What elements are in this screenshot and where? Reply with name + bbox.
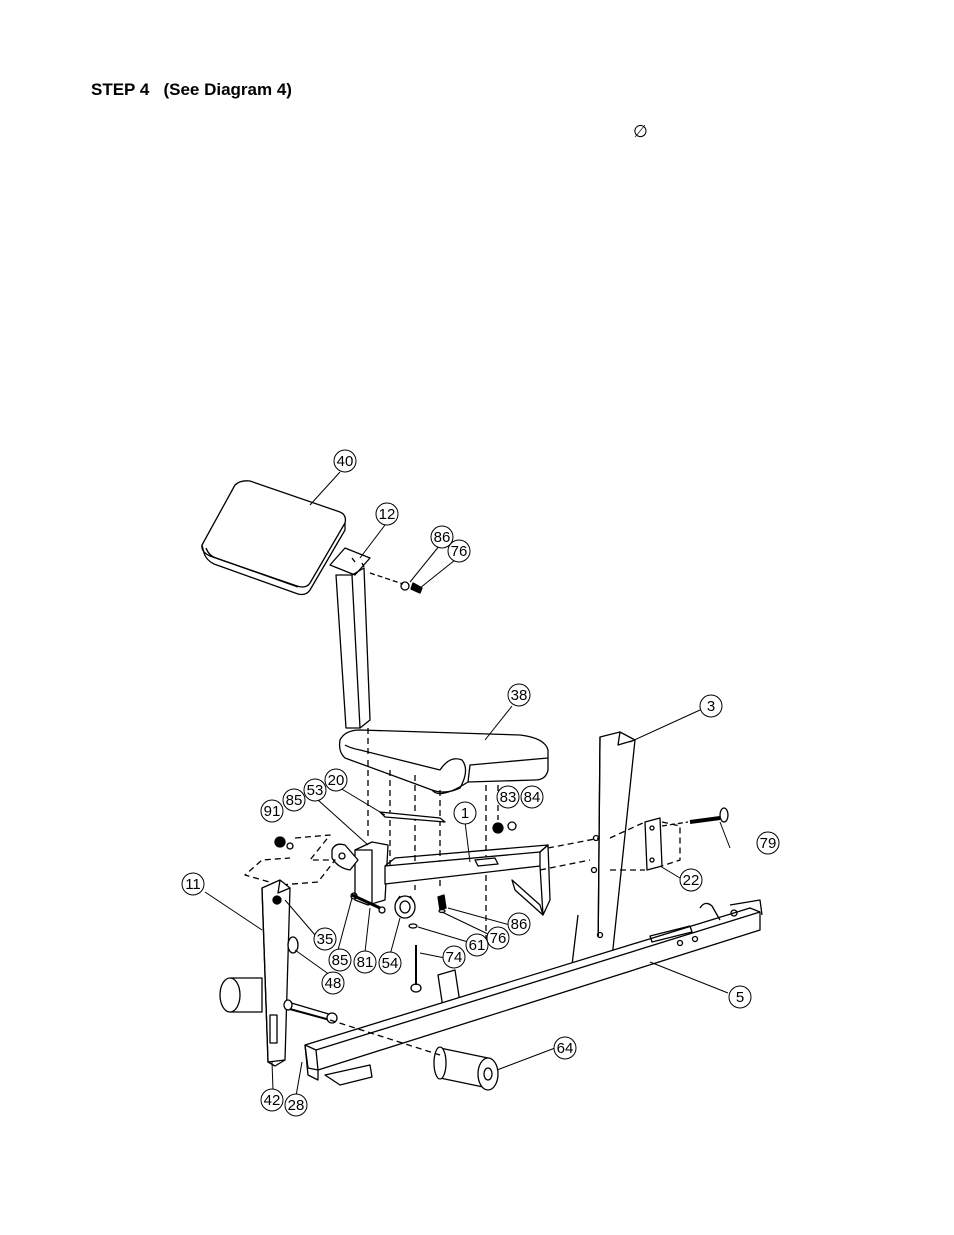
svg-text:84: 84 — [524, 789, 541, 806]
callout-79: 79 — [756, 831, 780, 855]
callout-86: 86 — [507, 912, 531, 936]
callout-3: 3 — [699, 694, 723, 718]
callout-83: 83 — [496, 785, 520, 809]
callout-86: 86 — [430, 525, 454, 549]
pivot-shaft — [350, 892, 386, 914]
svg-text:76: 76 — [490, 930, 507, 947]
svg-text:38: 38 — [511, 687, 528, 704]
left-roller — [219, 977, 263, 1013]
upper-roller-shaft — [283, 999, 338, 1024]
svg-text:54: 54 — [382, 955, 399, 972]
svg-text:76: 76 — [451, 543, 468, 560]
svg-text:81: 81 — [357, 954, 374, 971]
callout-85: 85 — [282, 788, 306, 812]
svg-text:35: 35 — [317, 931, 334, 948]
callout-76: 76 — [486, 926, 510, 950]
lower-bolts — [408, 894, 447, 929]
bracket-plate — [609, 817, 681, 871]
callout-85: 85 — [328, 948, 352, 972]
callout-64: 64 — [553, 1036, 577, 1060]
svg-text:20: 20 — [328, 772, 345, 789]
svg-text:42: 42 — [264, 1092, 281, 1109]
svg-text:74: 74 — [446, 949, 463, 966]
upright-post — [571, 731, 636, 966]
callout-74: 74 — [442, 945, 466, 969]
seat-bracket — [379, 811, 446, 823]
svg-text:3: 3 — [707, 698, 715, 715]
back-pad — [201, 480, 347, 596]
callout-1: 1 — [453, 801, 477, 825]
seat-pad — [338, 729, 549, 795]
nuts-91-85 — [274, 836, 294, 850]
svg-text:40: 40 — [337, 453, 354, 470]
long-bolt — [661, 807, 729, 827]
callout-22: 22 — [679, 868, 703, 892]
svg-text:83: 83 — [500, 789, 517, 806]
callout-20: 20 — [324, 768, 348, 792]
svg-text:53: 53 — [307, 782, 324, 799]
svg-text:22: 22 — [683, 872, 700, 889]
leg-lever-arm — [261, 879, 291, 1067]
svg-text:12: 12 — [379, 506, 396, 523]
svg-text:11: 11 — [185, 876, 201, 893]
callout-54: 54 — [378, 951, 402, 975]
callout-61: 61 — [465, 933, 489, 957]
svg-text:48: 48 — [325, 975, 342, 992]
svg-text:85: 85 — [332, 952, 349, 969]
callout-35: 35 — [313, 927, 337, 951]
base-beam — [304, 899, 763, 1086]
callout-42: 42 — [260, 1088, 284, 1112]
callout-5: 5 — [728, 985, 752, 1009]
svg-text:28: 28 — [288, 1097, 305, 1114]
svg-text:79: 79 — [760, 835, 777, 852]
svg-text:1: 1 — [461, 805, 469, 822]
seat-frame — [331, 837, 601, 916]
pop-pin — [410, 945, 422, 993]
back-pad-post — [329, 547, 371, 729]
callout-38: 38 — [507, 683, 531, 707]
svg-text:5: 5 — [736, 989, 744, 1006]
dashed-path — [244, 834, 336, 886]
diameter-symbol: ∅ — [633, 122, 648, 142]
washer-bolt-upper — [369, 572, 423, 594]
svg-text:64: 64 — [557, 1040, 574, 1057]
callout-40: 40 — [333, 449, 357, 473]
callout-11: 11 — [181, 872, 205, 896]
callout-81: 81 — [353, 950, 377, 974]
callout-48: 48 — [321, 971, 345, 995]
callout-76: 76 — [447, 539, 471, 563]
callout-84: 84 — [520, 785, 544, 809]
svg-text:91: 91 — [264, 803, 281, 820]
callout-53: 53 — [303, 778, 327, 802]
callout-12: 12 — [375, 502, 399, 526]
svg-text:61: 61 — [469, 937, 486, 954]
step-title: STEP 4 (See Diagram 4) — [91, 80, 292, 99]
svg-text:85: 85 — [286, 792, 303, 809]
callout-28: 28 — [284, 1093, 308, 1117]
svg-text:86: 86 — [434, 529, 451, 546]
svg-text:86: 86 — [511, 916, 528, 933]
leader-lines — [204, 471, 731, 1097]
callout-91: 91 — [260, 799, 284, 823]
nuts-83-84 — [492, 821, 517, 834]
front-roller — [329, 1019, 499, 1091]
pulley — [394, 895, 416, 919]
pivot-cap — [287, 936, 299, 954]
